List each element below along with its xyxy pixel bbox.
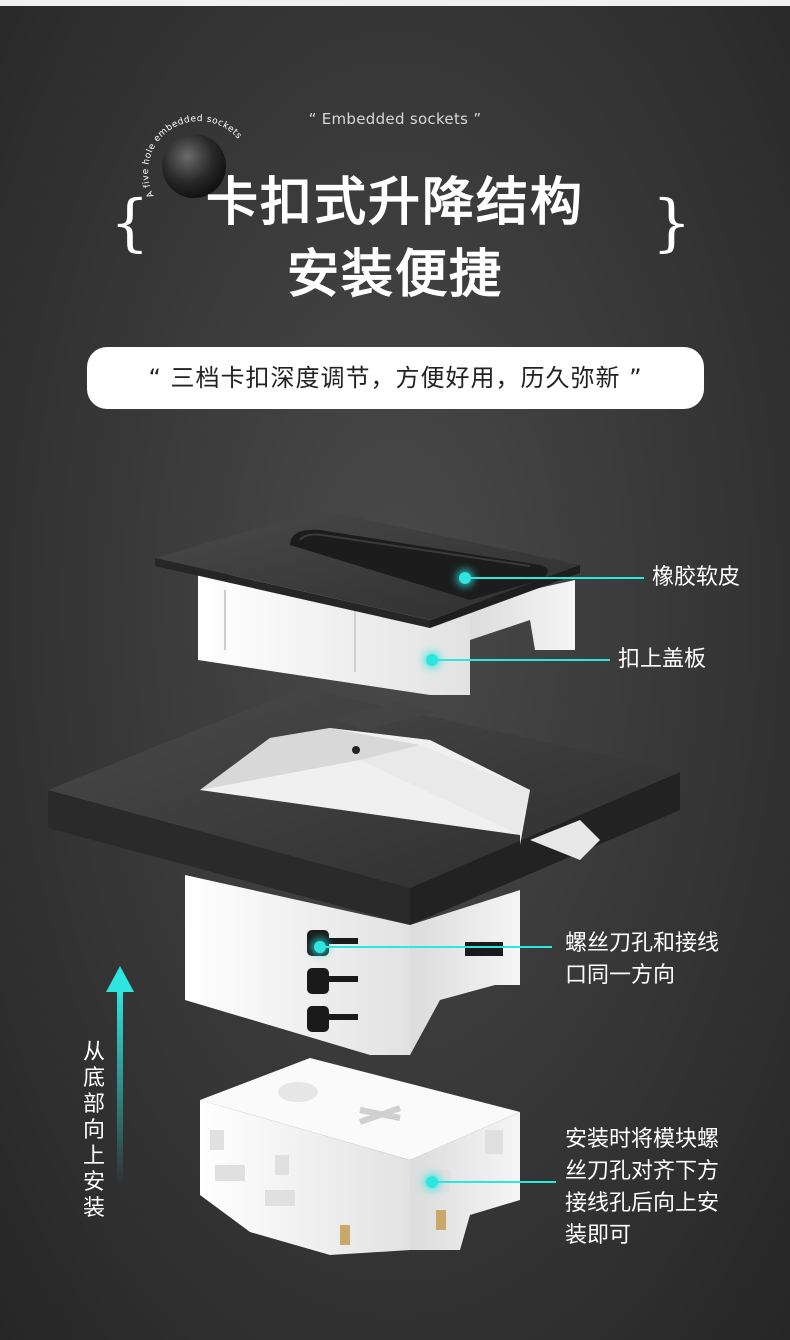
install-char: 向 bbox=[82, 1118, 105, 1143]
callout-dot-module bbox=[426, 1176, 438, 1188]
install-char: 安 bbox=[82, 1170, 105, 1195]
callout-line-rubber bbox=[471, 577, 644, 579]
brace-left: { bbox=[110, 186, 150, 259]
install-char: 部 bbox=[82, 1092, 105, 1117]
feature-banner: “ 三档卡扣深度调节，方便好用，历久弥新 ” bbox=[87, 347, 704, 409]
callout-dot-rubber bbox=[459, 572, 471, 584]
callout-module-line-1: 安装时将模块螺 bbox=[565, 1127, 720, 1152]
callout-line-module bbox=[438, 1181, 556, 1183]
title-line-2: 安装便捷 bbox=[286, 245, 503, 305]
callout-module-text: 安装时将模块螺 丝刀孔对齐下方 接线孔后向上安 装即可 bbox=[565, 1124, 719, 1252]
badge-circle-icon: A five hole embedded sockets bbox=[141, 114, 243, 199]
callout-dot-cover bbox=[426, 654, 438, 666]
subtitle: “ Embedded sockets ” bbox=[308, 110, 482, 128]
callout-line-screw bbox=[326, 946, 552, 948]
callout-screw-line-1: 螺丝刀孔和接线 bbox=[565, 931, 720, 956]
callout-screw-line-2: 口同一方向 bbox=[565, 963, 676, 988]
callout-rubber-skin: 橡胶软皮 bbox=[652, 565, 741, 590]
install-char: 上 bbox=[82, 1144, 105, 1169]
callout-line-cover bbox=[438, 659, 610, 661]
install-char: 装 bbox=[82, 1196, 105, 1221]
install-direction-label: 从 底 部 向 上 安 装 bbox=[80, 1040, 108, 1222]
install-char: 从 bbox=[82, 1040, 105, 1065]
callout-dot-screw bbox=[314, 941, 326, 953]
callout-module-line-2: 丝刀孔对齐下方 bbox=[565, 1159, 720, 1184]
install-char: 底 bbox=[82, 1066, 105, 1091]
callout-module-line-4: 装即可 bbox=[565, 1223, 632, 1248]
callout-screw-text: 螺丝刀孔和接线 口同一方向 bbox=[565, 928, 719, 992]
top-edge bbox=[0, 0, 790, 6]
title-line-1: 卡扣式升降结构 bbox=[205, 173, 584, 233]
brace-right: } bbox=[652, 186, 692, 259]
callout-snap-cover: 扣上盖板 bbox=[618, 647, 707, 672]
callout-module-line-3: 接线孔后向上安 bbox=[565, 1191, 720, 1216]
feature-banner-text: “ 三档卡扣深度调节，方便好用，历久弥新 ” bbox=[148, 364, 643, 392]
